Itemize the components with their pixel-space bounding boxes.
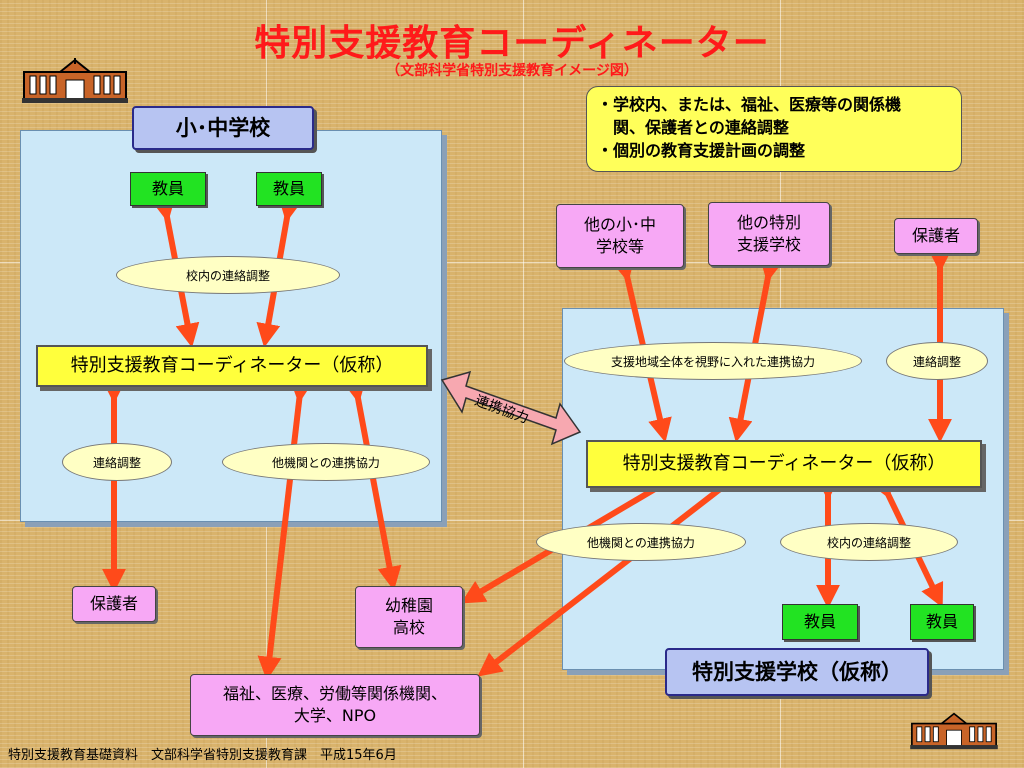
school-building-icon (22, 58, 128, 103)
grid-line (523, 0, 524, 768)
school-label-special: 特別支援学校（仮称） (665, 648, 929, 696)
oval-liaison: 連絡調整 (62, 443, 172, 481)
grid-line (0, 262, 1024, 263)
footer-source: 特別支援教育基礎資料 文部科学省特別支援教育課 平成15年6月 (8, 748, 397, 763)
oval-cooperation: 他機関との連携協力 (222, 443, 430, 481)
school-label-elementary: 小･中学校 (132, 106, 314, 150)
note-line: ・個別の教育支援計画の調整 (597, 141, 806, 161)
coordinator-box: 特別支援教育コーディネーター（仮称） (36, 345, 428, 387)
page-title: 特別支援教育コーディネーター (254, 23, 770, 64)
page-subtitle: （文部科学省特別支援教育イメージ図） (386, 63, 638, 79)
external-guardian: 保護者 (894, 218, 978, 254)
oval-liaison: 連絡調整 (886, 342, 988, 380)
coordinator-role-note: ・学校内、または、福祉、医療等の関係機 関、保護者との連絡調整 ・個別の教育支援… (586, 86, 962, 172)
teacher-box: 教員 (910, 604, 974, 640)
external-other-special-schools: 他の特別 支援学校 (708, 202, 830, 266)
school-building-icon (910, 712, 998, 750)
coordinator-box: 特別支援教育コーディネーター（仮称） (586, 440, 982, 488)
external-guardian: 保護者 (72, 586, 156, 622)
oval-regional-cooperation: 支援地域全体を視野に入れた連携協力 (564, 342, 862, 380)
external-welfare-agencies: 福祉、医療、労働等関係機関、 大学、NPO (190, 674, 480, 736)
note-line: 関、保護者との連絡調整 (597, 118, 789, 138)
external-kindergarten-highschool: 幼稚園 高校 (355, 586, 463, 648)
oval-internal-liaison: 校内の連絡調整 (116, 256, 340, 294)
teacher-box: 教員 (782, 604, 858, 640)
oval-internal-liaison: 校内の連絡調整 (780, 523, 958, 561)
external-other-schools: 他の小･中 学校等 (556, 204, 684, 268)
teacher-box: 教員 (130, 172, 206, 206)
teacher-box: 教員 (256, 172, 322, 206)
note-line: ・学校内、または、福祉、医療等の関係機 (597, 95, 902, 114)
oval-cooperation: 他機関との連携協力 (536, 523, 746, 561)
